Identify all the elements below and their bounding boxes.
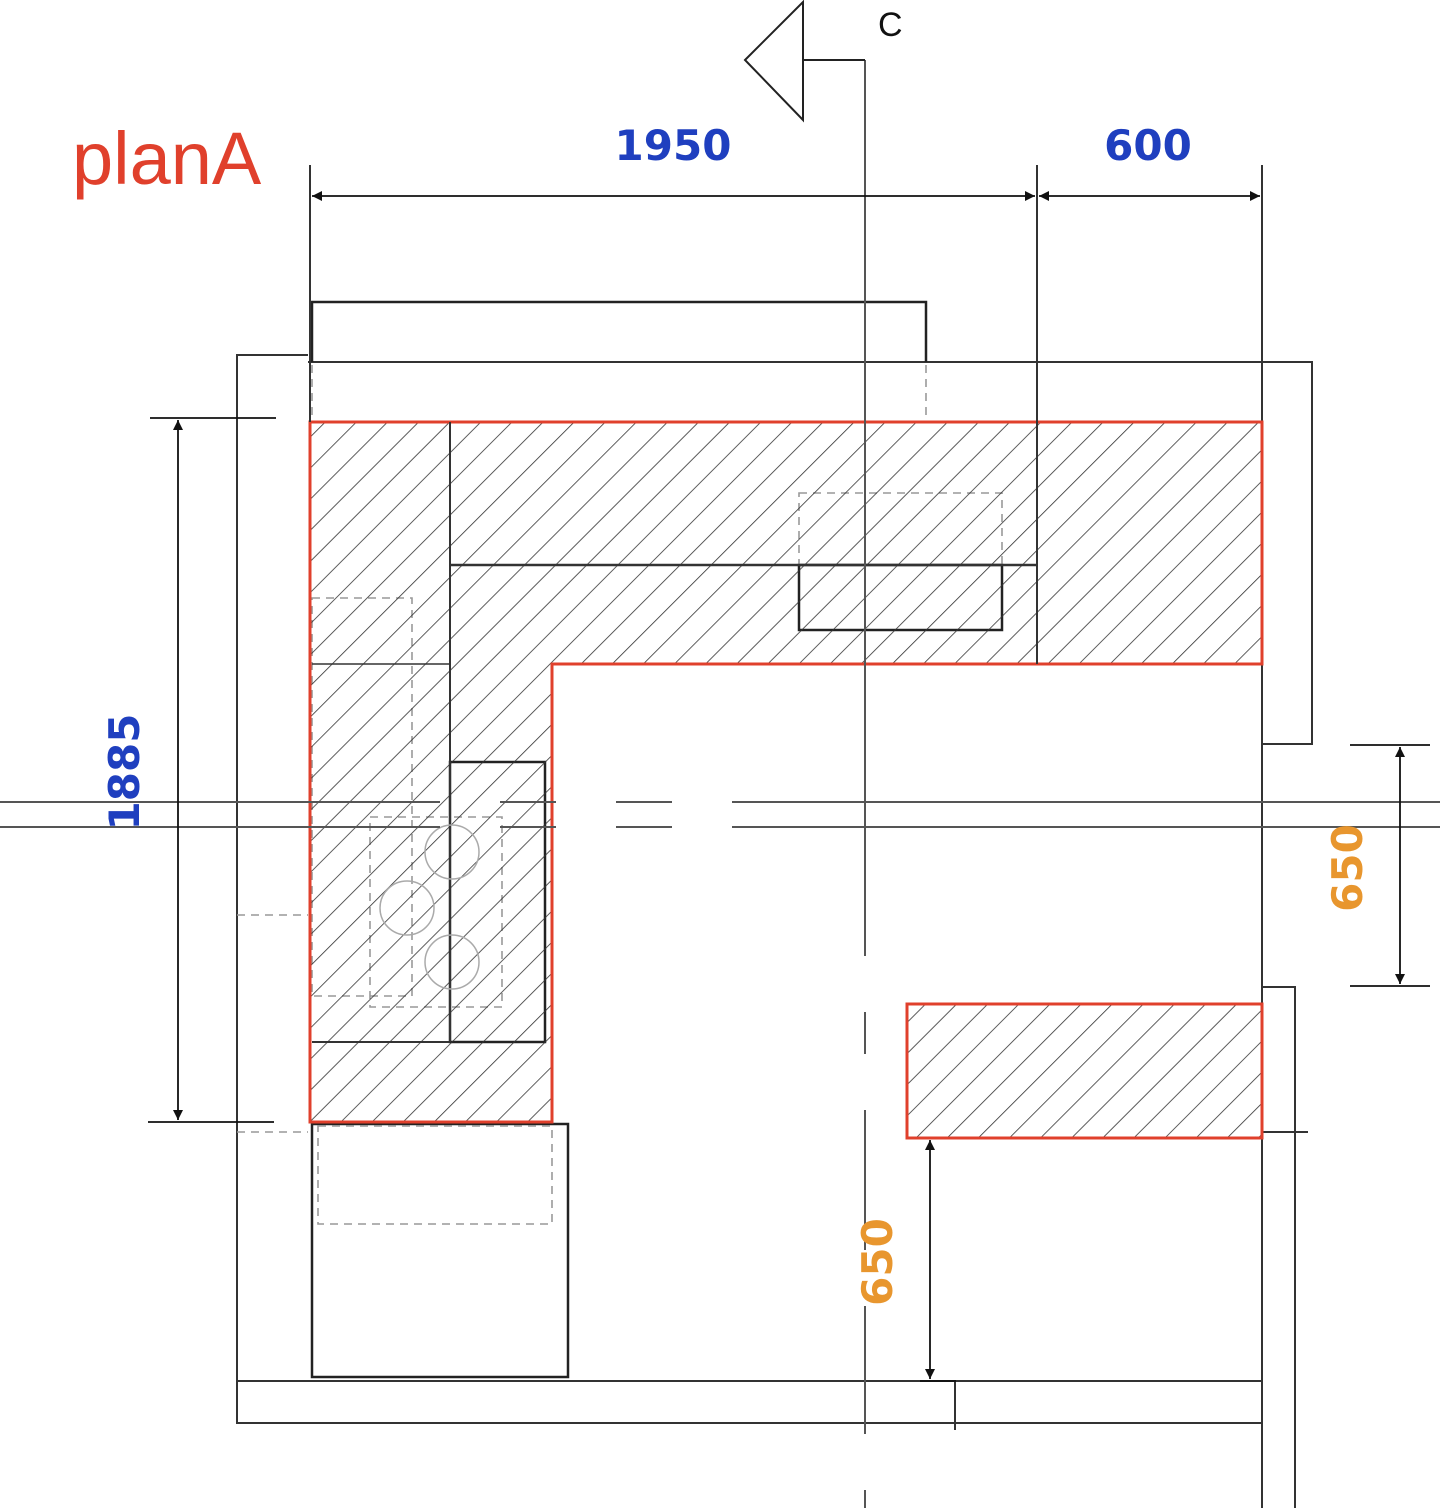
center-lines xyxy=(0,60,1440,1508)
burner xyxy=(424,824,480,880)
dim-label-600: 600 xyxy=(1104,121,1192,170)
section-label: C xyxy=(878,6,903,44)
burner xyxy=(379,880,435,936)
l-shaped-counter xyxy=(308,420,1264,1124)
dim-label-650-bottom: 650 xyxy=(853,1218,902,1306)
dimension-lines xyxy=(148,191,1430,1382)
section-arrow-icon xyxy=(743,0,804,123)
dim-label-1885: 1885 xyxy=(100,714,149,831)
counters xyxy=(308,420,1264,1140)
burner xyxy=(424,934,480,990)
counter-divisions xyxy=(309,165,1038,1043)
section-marker xyxy=(743,0,865,123)
dim-label-650-right: 650 xyxy=(1323,824,1372,912)
dim-label-1950: 1950 xyxy=(615,121,732,170)
cooktop-burners xyxy=(379,824,480,990)
island-counter xyxy=(905,1002,1264,1140)
plan-title: planA xyxy=(72,117,262,200)
walls xyxy=(236,165,1313,1508)
